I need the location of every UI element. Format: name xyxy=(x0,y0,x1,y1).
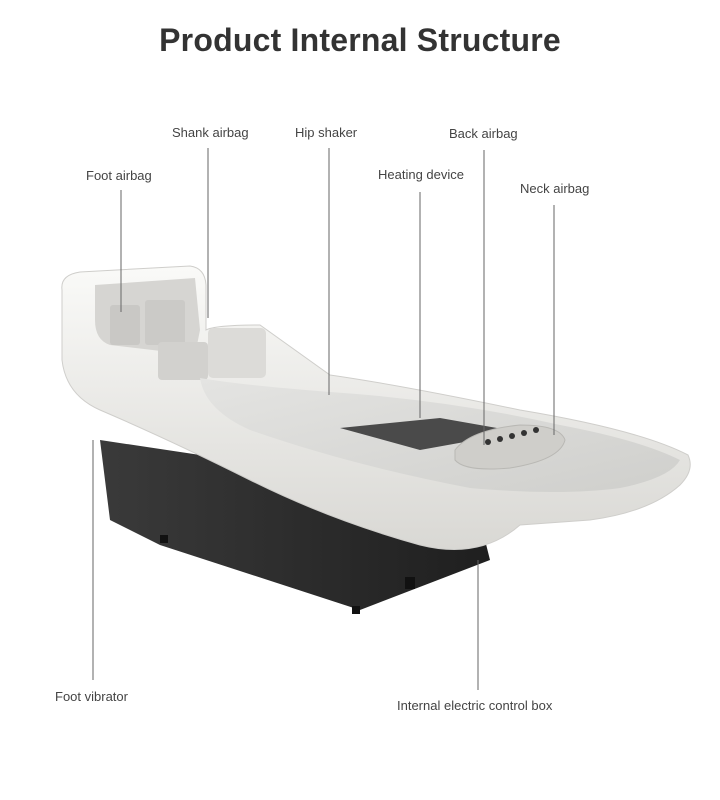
control-box-label: Internal electric control box xyxy=(397,698,553,713)
foot-airbag-block xyxy=(110,305,140,345)
control-button xyxy=(485,439,491,445)
back-airbag-label: Back airbag xyxy=(449,126,518,141)
foot-airbag-block xyxy=(145,300,185,345)
control-button xyxy=(533,427,539,433)
shank-pad xyxy=(208,328,266,378)
shank-pad xyxy=(158,342,208,380)
page-title: Product Internal Structure xyxy=(159,22,561,58)
base-port xyxy=(405,577,415,589)
foot-airbag-label: Foot airbag xyxy=(86,168,152,183)
control-button xyxy=(521,430,527,436)
neck-airbag-label: Neck airbag xyxy=(520,181,590,196)
control-button xyxy=(497,436,503,442)
heating-device-label: Heating device xyxy=(378,167,464,182)
base-foot xyxy=(352,606,360,614)
hip-shaker-label: Hip shaker xyxy=(295,125,358,140)
foot-vibrator-label: Foot vibrator xyxy=(55,689,128,704)
control-button xyxy=(509,433,515,439)
bed-base xyxy=(100,440,490,610)
base-foot xyxy=(160,535,168,543)
shank-airbag-label: Shank airbag xyxy=(172,125,249,140)
heating-panel xyxy=(340,418,520,450)
neck-pillow xyxy=(454,424,566,470)
